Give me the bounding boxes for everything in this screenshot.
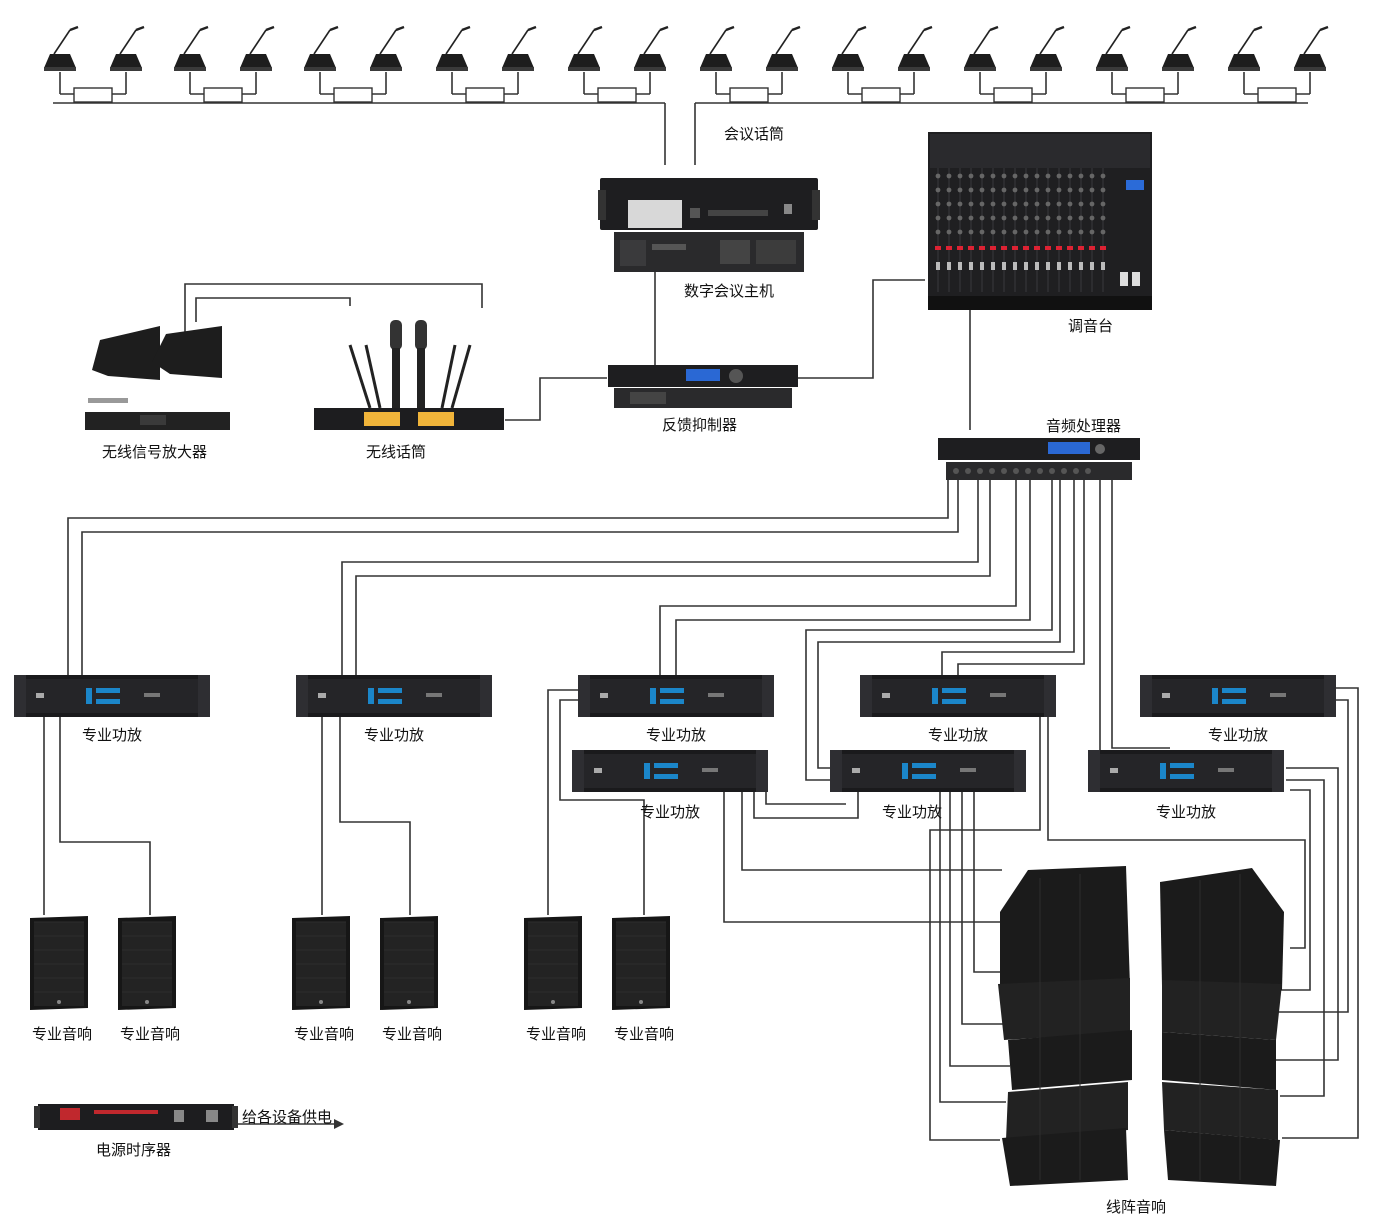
mic-junction-box: [465, 87, 505, 103]
label-layer: 会议话筒 数字会议主机 调音台 无线信号放大器 无线话筒 反馈抑制器 音频处理器…: [32, 125, 1268, 1216]
conference-mic-icon: [238, 25, 276, 73]
power-amp-unit: [1088, 750, 1284, 792]
line-array-label: 线阵音响: [1106, 1198, 1166, 1216]
conference-mic-icon: [368, 25, 406, 73]
speaker-cabinet: [379, 915, 439, 1011]
speaker-cabinet: [29, 915, 89, 1011]
conference-host: [598, 178, 820, 272]
power-amp-label: 专业功放: [882, 803, 942, 821]
power-amp-unit: [1140, 675, 1336, 717]
mic-junction-box: [1125, 87, 1165, 103]
power-sequencer-label: 电源时序器: [96, 1141, 171, 1159]
conference-mic-icon: [632, 25, 670, 73]
power-amp-unit: [572, 750, 768, 792]
speaker-label: 专业音响: [294, 1025, 354, 1043]
power-supply-note: 给各设备供电: [242, 1108, 332, 1126]
conference-mic-label: 会议话筒: [724, 125, 784, 143]
speaker-cabinet: [291, 915, 351, 1011]
feedback-suppressor: [608, 365, 798, 408]
power-amp-unit: [830, 750, 1026, 792]
conference-mic-icon: [698, 25, 736, 73]
conference-mic-icon: [1292, 25, 1330, 73]
conference-mic-icon: [830, 25, 868, 73]
wireless-amp-label: 无线信号放大器: [102, 443, 207, 461]
mic-junction-box: [729, 87, 769, 103]
speaker-label: 专业音响: [614, 1025, 674, 1043]
speaker-label: 专业音响: [120, 1025, 180, 1043]
conference-mic-icon: [42, 25, 80, 73]
mic-junction-box: [73, 87, 113, 103]
conference-mic-icon: [172, 25, 210, 73]
power-amp-unit: [860, 675, 1056, 717]
power-amp-label: 专业功放: [1208, 726, 1268, 744]
conference-mic-icon: [434, 25, 472, 73]
conference-mic-icon: [1028, 25, 1066, 73]
power-amp-unit: [14, 675, 210, 717]
power-amp-label: 专业功放: [82, 726, 142, 744]
speaker-cabinet: [117, 915, 177, 1011]
power-amp-label: 专业功放: [928, 726, 988, 744]
wiring: [43, 102, 1359, 1141]
mic-junction-box: [1257, 87, 1297, 103]
mic-junction-box: [861, 87, 901, 103]
wireless-mic-label: 无线话筒: [366, 443, 426, 461]
speaker-cabinet: [523, 915, 583, 1011]
power-amp-unit: [296, 675, 492, 717]
conference-mic-icon: [1094, 25, 1132, 73]
speaker-label: 专业音响: [526, 1025, 586, 1043]
conference-mic-icon: [302, 25, 340, 73]
conference-mic-icon: [896, 25, 934, 73]
power-amp-label: 专业功放: [364, 726, 424, 744]
power-amp-unit: [578, 675, 774, 717]
mic-junction-box: [597, 87, 637, 103]
speaker-label: 专业音响: [32, 1025, 92, 1043]
wireless-signal-amplifier: [85, 326, 230, 430]
conference-mic-icon: [1226, 25, 1264, 73]
conference-host-label: 数字会议主机: [684, 282, 774, 300]
conference-mic-icon: [500, 25, 538, 73]
conference-mic-icon: [962, 25, 1000, 73]
power-sequencer: [34, 1104, 238, 1130]
speaker-label: 专业音响: [382, 1025, 442, 1043]
conference-mic-icon: [108, 25, 146, 73]
audio-processor-label: 音频处理器: [1046, 417, 1121, 435]
power-amp-label: 专业功放: [1156, 803, 1216, 821]
mic-junction-box: [203, 87, 243, 103]
wireless-microphone-receiver: [314, 320, 504, 430]
mic-junction-box: [333, 87, 373, 103]
mixer-label: 调音台: [1068, 317, 1113, 335]
mixer-console: [928, 132, 1152, 310]
conference-mic-icon: [764, 25, 802, 73]
audio-processor: [938, 438, 1140, 480]
conference-mic-row: [42, 25, 1330, 103]
power-amp-label: 专业功放: [640, 803, 700, 821]
speaker-group: [29, 915, 671, 1011]
conference-mic-icon: [566, 25, 604, 73]
conference-mic-icon: [1160, 25, 1198, 73]
feedback-suppressor-label: 反馈抑制器: [662, 416, 737, 434]
speaker-cabinet: [611, 915, 671, 1011]
power-amp-label: 专业功放: [646, 726, 706, 744]
line-array-speaker: [998, 866, 1284, 1186]
mic-junction-box: [993, 87, 1033, 103]
